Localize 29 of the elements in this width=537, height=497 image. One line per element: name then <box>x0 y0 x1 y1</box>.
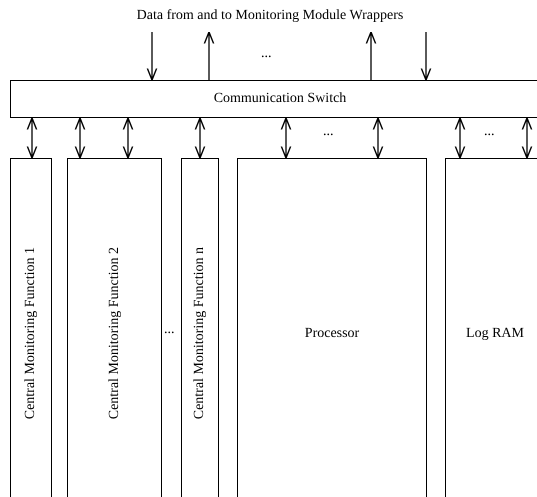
arrow <box>74 117 86 159</box>
arrow <box>366 31 376 80</box>
module-box <box>445 158 537 497</box>
arrow <box>420 32 432 81</box>
ellipsis-text: ... <box>323 124 334 140</box>
box-label: Log RAM <box>466 326 524 342</box>
module-box <box>67 158 162 497</box>
module-box <box>181 158 219 497</box>
box-label: Processor <box>304 326 360 342</box>
switch-box <box>10 80 537 118</box>
arrow <box>454 117 466 159</box>
box-label: Central Monitoring Function 1 <box>23 247 39 420</box>
arrow <box>194 117 206 159</box>
ellipsis-text: ... <box>484 124 494 140</box>
ellipsis-text: ... <box>261 46 272 62</box>
arrow <box>146 32 158 81</box>
box-label: Communication Switch <box>214 91 346 107</box>
arrow <box>204 31 214 80</box>
box-label: Central Monitoring Function 2 <box>106 247 122 420</box>
arrow <box>372 117 384 159</box>
module-box <box>10 158 52 497</box>
arrow <box>122 117 134 159</box>
arrow <box>280 117 292 159</box>
box-label: Central Monitoring Function n <box>192 247 208 420</box>
heading-text: Data from and to Monitoring Module Wrappers <box>136 8 404 24</box>
arrow <box>522 117 532 159</box>
ellipsis-text: ... <box>164 322 174 338</box>
module-box <box>237 158 427 497</box>
arrow <box>26 117 38 159</box>
